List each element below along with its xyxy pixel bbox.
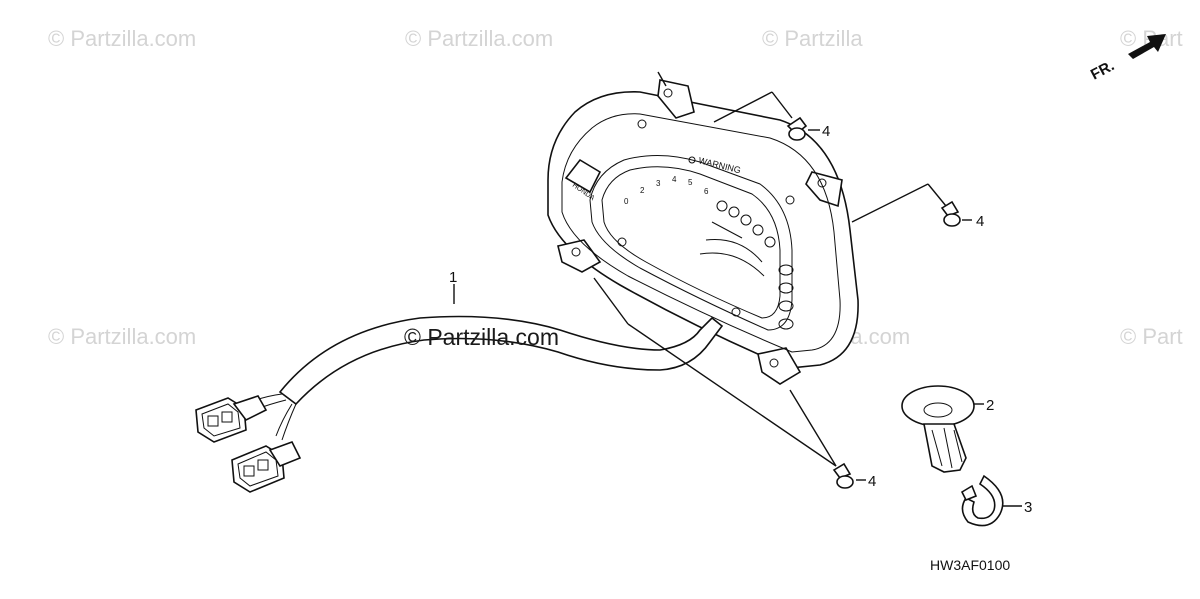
grommet <box>901 385 975 473</box>
svg-text:5: 5 <box>688 178 693 187</box>
svg-text:3: 3 <box>656 179 661 188</box>
callout-4-bottom: 4 <box>868 473 876 490</box>
wire-harness <box>195 315 724 493</box>
callout-1: 1 <box>449 269 457 286</box>
direction-label: FR. <box>1088 57 1117 83</box>
callout-4-right: 4 <box>976 213 984 230</box>
watermark-top-left: © Partzilla.com <box>48 26 196 51</box>
svg-text:4: 4 <box>672 175 677 184</box>
screw-top <box>786 116 808 141</box>
screw-bottom <box>832 462 854 489</box>
watermark-mid-edge: © Part <box>1120 324 1183 349</box>
watermark-top-right: © Partzilla <box>762 26 863 51</box>
diagram-code: HW3AF0100 <box>930 557 1010 573</box>
svg-text:6: 6 <box>704 187 709 196</box>
callout-4-top: 4 <box>822 123 830 140</box>
svg-text:0: 0 <box>624 197 629 206</box>
leader-lines <box>453 71 1022 507</box>
watermark-top-center: © Partzilla.com <box>405 26 553 51</box>
meter-assembly: HONDA WARNING 0 2 3 4 5 6 <box>547 79 859 385</box>
screw-right <box>940 200 961 227</box>
watermark-mid-left: © Partzilla.com <box>48 324 196 349</box>
callout-3: 3 <box>1024 499 1032 516</box>
callout-2: 2 <box>986 397 994 414</box>
clip <box>960 474 1004 527</box>
svg-text:2: 2 <box>640 186 645 195</box>
watermark-main: © Partzilla.com <box>404 324 559 350</box>
